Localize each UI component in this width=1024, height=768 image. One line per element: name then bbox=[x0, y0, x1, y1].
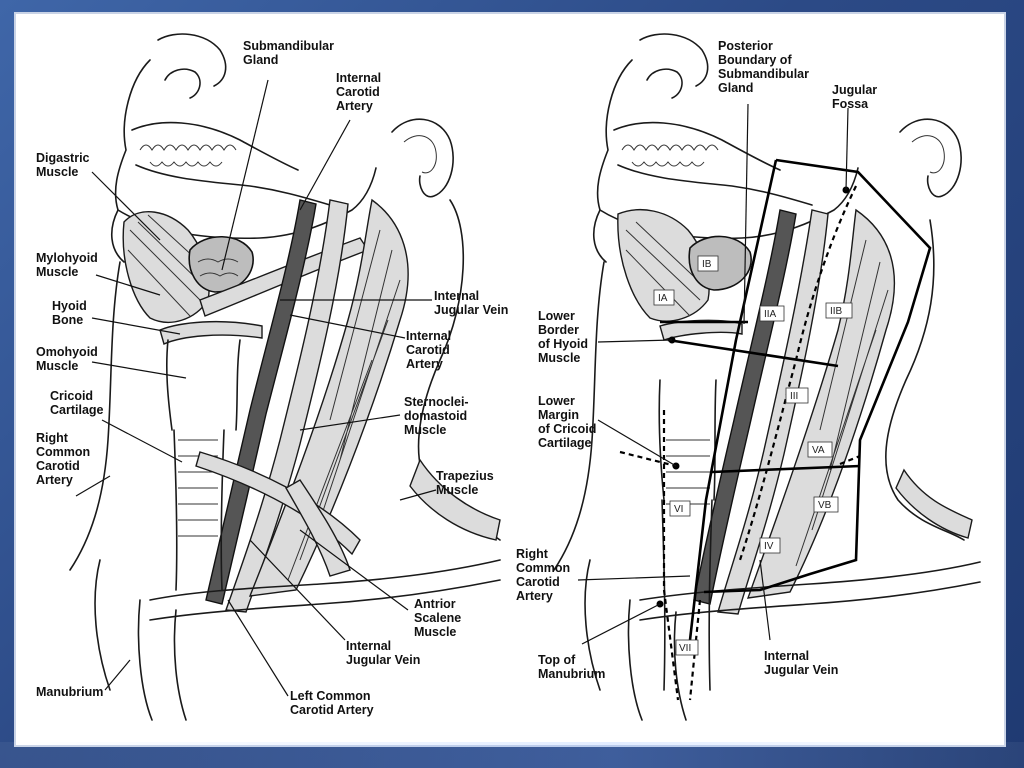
zone-box-va bbox=[807, 441, 833, 458]
zone-box-iv bbox=[759, 537, 781, 554]
zone-box-iia bbox=[759, 305, 785, 322]
zone-vii: VII bbox=[679, 643, 691, 654]
label-manubrium: Manubrium bbox=[36, 685, 103, 699]
zone-box-vb bbox=[813, 496, 839, 513]
zone-iv: IV bbox=[764, 541, 774, 552]
zone-box-iib bbox=[825, 302, 853, 319]
neck-level-boundaries bbox=[619, 158, 932, 701]
neck-level-zone-labels: IA IB IIA IIB III IV VA VB VI VII bbox=[653, 255, 853, 656]
zone-box-vi bbox=[669, 500, 691, 517]
left-leader-lines bbox=[75, 79, 437, 697]
zone-iii: III bbox=[790, 391, 798, 402]
zone-box-iii bbox=[785, 387, 809, 404]
zone-box-vii bbox=[675, 639, 699, 656]
zone-box-ia bbox=[653, 289, 675, 306]
zone-vb: VB bbox=[818, 500, 832, 511]
right-leader-lines bbox=[577, 103, 849, 645]
zone-iia: IIA bbox=[764, 309, 777, 320]
zone-va: VA bbox=[812, 445, 825, 456]
left-neck-figure bbox=[69, 33, 501, 721]
right-neck-figure bbox=[553, 33, 981, 721]
zone-iib: IIB bbox=[830, 306, 843, 317]
zone-ib: IB bbox=[702, 259, 712, 270]
zone-box-ib bbox=[697, 255, 719, 272]
zone-ia: IA bbox=[658, 293, 668, 304]
zone-vi: VI bbox=[674, 504, 683, 515]
